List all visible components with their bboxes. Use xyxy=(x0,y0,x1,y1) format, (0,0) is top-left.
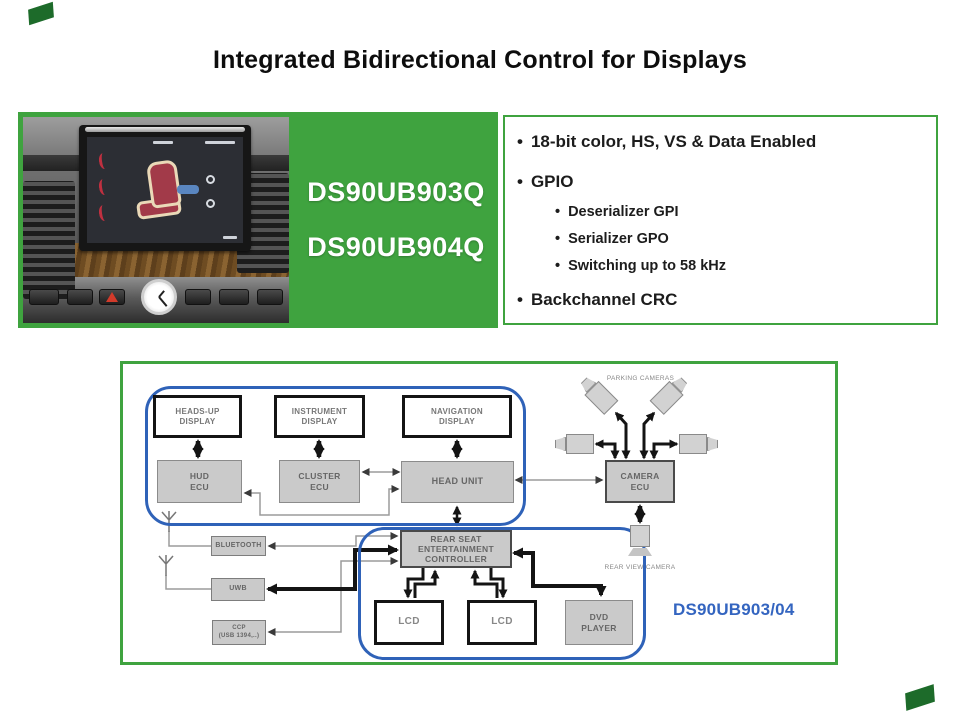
display-chrome-edge xyxy=(85,127,245,132)
feature-item: • 18-bit color, HS, VS & Data Enabled xyxy=(517,131,926,153)
screen-button-pill xyxy=(177,185,199,194)
console-button xyxy=(219,289,249,305)
ccp-box: CCP (USB 1394,..) xyxy=(212,620,266,645)
parking-cameras-label: PARKING CAMERAS xyxy=(606,375,675,382)
lcd-left-box: LCD xyxy=(374,600,444,645)
screen-text-line xyxy=(153,141,173,144)
display-group-outline xyxy=(145,386,526,526)
console-button xyxy=(29,289,59,305)
seat-heat-arc-icon xyxy=(97,178,111,196)
screen-knob-icon xyxy=(206,199,215,208)
console-button xyxy=(257,289,283,305)
clock-minute-hand xyxy=(158,296,168,307)
feature-text: Switching up to 58 kHz xyxy=(568,258,726,274)
dvd-player-box: DVD PLAYER xyxy=(565,600,633,645)
cluster-ecu-box: CLUSTER ECU xyxy=(279,460,360,503)
display-screen xyxy=(87,137,243,243)
screen-text-line xyxy=(223,236,237,239)
bullet-icon: • xyxy=(555,204,561,220)
uwb-box: UWB xyxy=(211,578,265,601)
head-unit-box: HEAD UNIT xyxy=(401,461,514,503)
corner-decoration-top-left xyxy=(28,1,54,26)
bluetooth-box: BLUETOOTH xyxy=(211,536,266,556)
camera-lens xyxy=(707,437,718,451)
diagram-connections xyxy=(158,411,679,636)
air-vent-left xyxy=(23,181,75,299)
popup-display-unit xyxy=(79,125,251,251)
navigation-display-box: NAVIGATION DISPLAY xyxy=(402,395,512,438)
camera-icon xyxy=(555,434,594,454)
corner-decoration-bottom-right xyxy=(905,684,935,711)
feature-text: 18-bit color, HS, VS & Data Enabled xyxy=(530,132,817,151)
rear-seat-entertainment-controller-box: REAR SEAT ENTERTAINMENT CONTROLLER xyxy=(400,530,512,568)
bullet-icon: • xyxy=(555,258,561,274)
feature-text: GPIO xyxy=(530,172,574,191)
warning-triangle-icon xyxy=(106,292,118,302)
seat-heat-arc-icon xyxy=(97,204,111,222)
seat-back-icon xyxy=(145,159,183,209)
screen-knob-icon xyxy=(206,175,215,184)
bullet-icon: • xyxy=(555,231,561,247)
feature-list: • 18-bit color, HS, VS & Data Enabled • GP… xyxy=(503,115,938,325)
rear-view-camera-label: REAR VIEW CAMERA xyxy=(604,564,676,571)
feature-subitem: • Deserializer GPI xyxy=(555,202,926,222)
analog-clock xyxy=(141,279,177,315)
rear-view-camera-icon xyxy=(630,525,650,547)
console-button xyxy=(185,289,211,305)
part-number: DS90UB904Q xyxy=(307,232,485,262)
seat-heat-arc-icon xyxy=(97,152,111,170)
instrument-display-box: INSTRUMENT DISPLAY xyxy=(274,395,365,438)
feature-text: Serializer GPO xyxy=(568,231,669,247)
camera-body xyxy=(566,434,594,454)
diagram-part-label: DS90UB903/04 xyxy=(673,600,795,619)
bullet-icon: • xyxy=(517,172,523,191)
lcd-right-box: LCD xyxy=(467,600,537,645)
rear-view-camera-base xyxy=(628,548,652,556)
screen-text-line xyxy=(205,141,235,144)
feature-text: Deserializer GPI xyxy=(568,204,679,220)
camera-ecu-box: CAMERA ECU xyxy=(605,460,675,503)
car-dashboard-photo xyxy=(18,112,294,328)
feature-text: Backchannel CRC xyxy=(530,290,678,309)
bullet-icon: • xyxy=(517,290,523,309)
camera-icon xyxy=(679,434,718,454)
feature-item: • Backchannel CRC xyxy=(517,289,926,311)
hazard-button xyxy=(99,289,125,305)
system-block-diagram: HEADS-UP DISPLAY INSTRUMENT DISPLAY NAVI… xyxy=(120,361,838,665)
part-number-panel: DS90UB903Q DS90UB904Q xyxy=(294,112,498,328)
hud-ecu-box: HUD ECU xyxy=(157,460,242,503)
heads-up-display-box: HEADS-UP DISPLAY xyxy=(153,395,242,438)
feature-subitem: • Switching up to 58 kHz xyxy=(555,256,926,276)
bullet-icon: • xyxy=(517,132,523,151)
part-number: DS90UB903Q xyxy=(307,177,485,207)
camera-lens xyxy=(555,437,566,451)
feature-subitem: • Serializer GPO xyxy=(555,229,926,249)
page-title: Integrated Bidirectional Control for Dis… xyxy=(212,46,748,74)
camera-body xyxy=(679,434,707,454)
feature-item: • GPIO xyxy=(517,171,926,193)
console-button xyxy=(67,289,93,305)
